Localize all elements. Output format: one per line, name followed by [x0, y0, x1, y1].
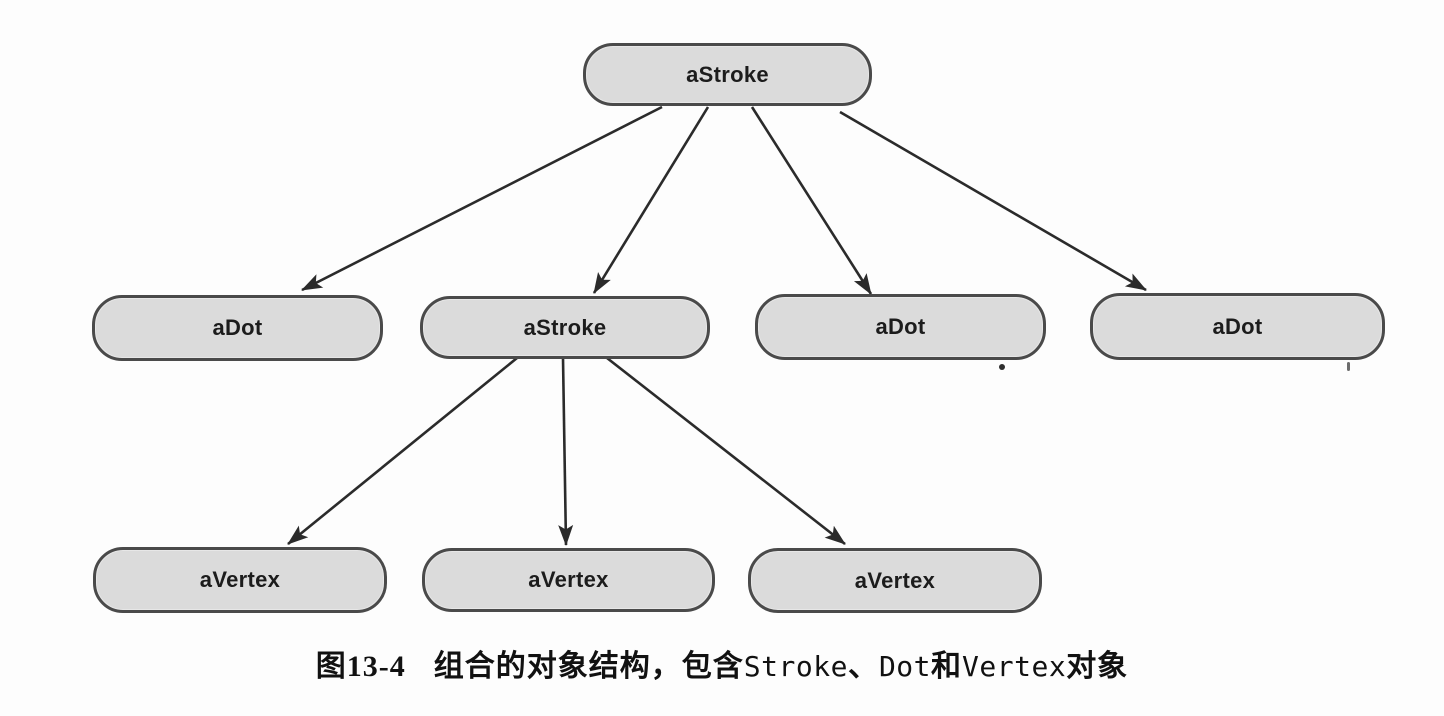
- caption-text: 组合的对象结构，包含: [433, 650, 744, 683]
- edge-root-to-dot2: [750, 106, 873, 295]
- node-astroke-child: aStroke: [420, 296, 710, 359]
- caption-text-end: 对象: [1066, 650, 1129, 683]
- scan-speck: [1347, 362, 1350, 371]
- edge-stroke2-to-vertex3: [606, 356, 846, 546]
- node-label: aStroke: [523, 314, 607, 340]
- node-label: aVertex: [854, 567, 936, 593]
- node-adot-1: aDot: [92, 295, 383, 361]
- edge-root-to-dot3: [839, 110, 1147, 292]
- node-adot-3: aDot: [1090, 293, 1385, 360]
- edge-root-to-dot1: [301, 105, 663, 292]
- node-adot-2: aDot: [755, 294, 1046, 360]
- node-avertex-3: aVertex: [748, 548, 1042, 613]
- edge-stroke2-to-vertex2: [558, 357, 574, 546]
- caption-code-stroke: Stroke: [743, 650, 848, 683]
- caption-code-dot: Dot: [878, 650, 932, 683]
- node-avertex-1: aVertex: [93, 547, 387, 613]
- caption-code-vertex: Vertex: [962, 650, 1067, 683]
- node-label: aDot: [1212, 313, 1263, 339]
- edge-stroke2-to-vertex1: [287, 356, 518, 546]
- edge-root-to-stroke2: [592, 106, 710, 294]
- figure-number: 图13-4: [315, 650, 406, 683]
- node-label: aStroke: [686, 61, 769, 87]
- node-label: aVertex: [199, 567, 281, 592]
- figure-caption: 图13-4 组合的对象结构，包含Stroke、Dot和Vertex对象: [0, 641, 1444, 685]
- node-label: aVertex: [528, 567, 609, 592]
- node-astroke-root: aStroke: [583, 43, 872, 106]
- node-label: aDot: [212, 315, 263, 340]
- node-label: aDot: [875, 314, 926, 339]
- node-avertex-2: aVertex: [422, 548, 715, 612]
- caption-separator: 、: [847, 650, 879, 683]
- scan-speck: [999, 364, 1005, 370]
- caption-conjunction: 和: [931, 650, 963, 683]
